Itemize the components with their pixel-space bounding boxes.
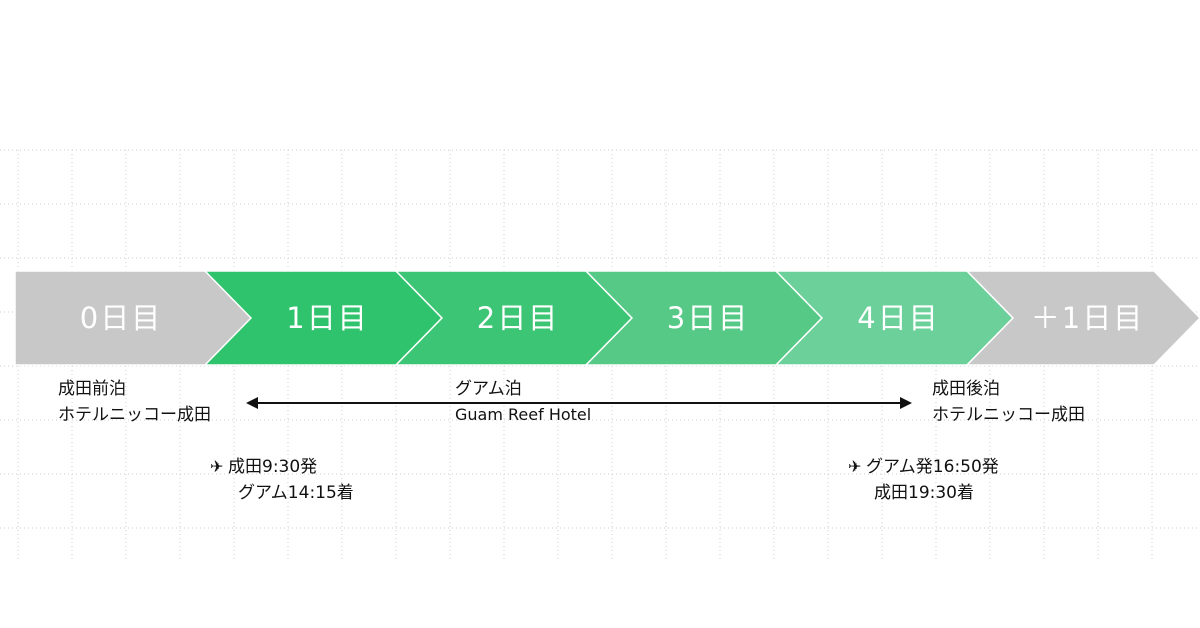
day-chevron-0: 0日目 [14, 270, 255, 366]
day-chevron-label: 4日目 [857, 301, 939, 335]
airplane-icon: ✈ [848, 457, 862, 476]
guam-stay-hotel: Guam Reef Hotel [455, 405, 592, 424]
pre-stay-label: 成田前泊 ホテルニッコー成田 [58, 376, 211, 428]
day-chevron-label: 2日目 [477, 301, 559, 335]
return-arrival: 成田19:30着 [874, 483, 974, 503]
airplane-icon: ✈ [210, 457, 224, 476]
day-chevron-label: 1日目 [286, 301, 368, 335]
day-chevron-2: 2日目 [394, 270, 634, 366]
day-chevron-shape [965, 270, 1200, 366]
day-chevron-1: 1日目 [203, 270, 444, 366]
day-chevron-label: 0日目 [80, 301, 162, 335]
outbound-flight-label: ✈成田9:30発 グアム14:15着 [210, 454, 354, 506]
stay-span-arrow [246, 397, 912, 409]
arrow-head-left-icon [246, 397, 258, 409]
outbound-arrival: グアム14:15着 [238, 483, 354, 503]
return-departure: グアム発16:50発 [866, 457, 999, 477]
day-chevron-5: ＋1日目 [965, 270, 1200, 366]
return-flight-label: ✈グアム発16:50発 成田19:30着 [848, 454, 999, 506]
day-chevron-4: 4日目 [774, 270, 1015, 366]
day-chevron-label: 3日目 [667, 301, 749, 335]
guam-stay-title: グアム泊 [455, 379, 522, 399]
pre-stay-hotel: ホテルニッコー成田 [58, 405, 211, 425]
post-stay-hotel: ホテルニッコー成田 [932, 405, 1085, 425]
post-stay-label: 成田後泊 ホテルニッコー成田 [932, 376, 1085, 428]
guam-stay-label: グアム泊 Guam Reef Hotel [455, 376, 591, 428]
post-stay-title: 成田後泊 [932, 379, 1000, 399]
outbound-departure: 成田9:30発 [228, 457, 318, 477]
arrow-head-right-icon [900, 397, 912, 409]
day-chevron-label: ＋1日目 [1031, 301, 1144, 335]
pre-stay-title: 成田前泊 [58, 379, 126, 399]
